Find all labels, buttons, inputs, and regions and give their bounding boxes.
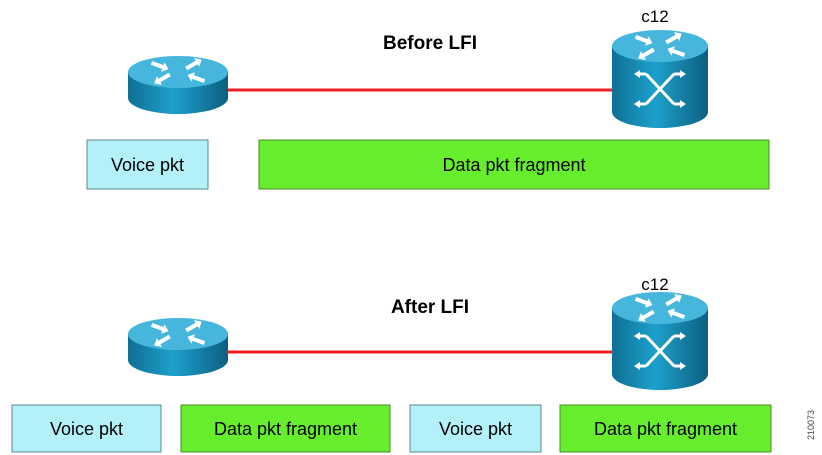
packet-label: Voice pkt — [50, 419, 123, 439]
device-label: c12 — [641, 7, 668, 26]
packet-label: Data pkt fragment — [442, 155, 585, 175]
packet-label: Voice pkt — [111, 155, 184, 175]
packet-label: Data pkt fragment — [594, 419, 737, 439]
voice-packet: Voice pkt — [11, 404, 162, 453]
data-packet-fragment: Data pkt fragment — [180, 404, 391, 453]
voice-packet: Voice pkt — [409, 404, 542, 453]
device-label: c12 — [641, 275, 668, 294]
router-icon — [128, 55, 228, 114]
section-after-lfi: After LFI c12 Voice pkt — [11, 275, 772, 453]
section-before-lfi: Before LFI c12 Voice p — [86, 7, 770, 190]
packet-label: Voice pkt — [439, 419, 512, 439]
router-icon — [128, 317, 228, 376]
voice-packet: Voice pkt — [86, 139, 209, 190]
section-title: Before LFI — [383, 33, 477, 54]
packet-label: Data pkt fragment — [214, 419, 357, 439]
figure-id: 210073 — [806, 410, 816, 440]
data-packet-fragment: Data pkt fragment — [258, 139, 770, 190]
data-packet-fragment: Data pkt fragment — [559, 404, 772, 453]
switching-router-icon — [612, 291, 708, 390]
section-title: After LFI — [391, 297, 469, 318]
switching-router-icon — [612, 29, 708, 128]
